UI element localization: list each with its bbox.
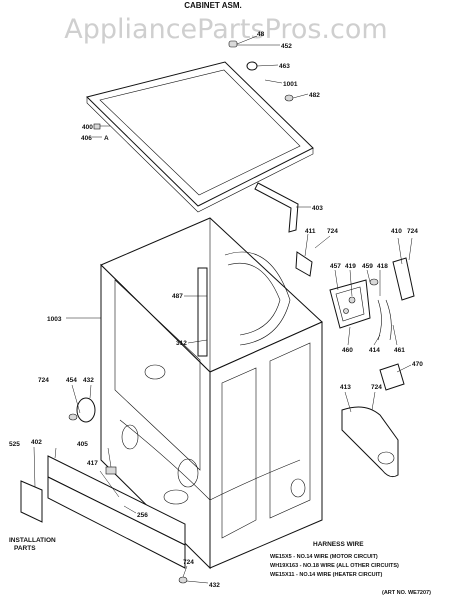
callout-432-b: 432 — [209, 582, 220, 589]
harness-heading: HARNESS WIRE — [313, 541, 364, 548]
cabinet-body-part — [100, 217, 323, 570]
callout-403: 403 — [312, 205, 323, 212]
callout-1001: 1001 — [283, 81, 298, 88]
leveling-bracket-part — [105, 466, 117, 475]
cover-plate-part — [379, 363, 405, 391]
callout-400: 400 — [82, 124, 93, 131]
callout-418: 418 — [377, 263, 388, 270]
callout-525: 525 — [9, 441, 20, 448]
callout-1003: 1003 — [47, 316, 62, 323]
clip-part — [93, 123, 101, 130]
harness-line-1: WE15X5 - NO.14 WIRE (MOTOR CIRCUIT) — [270, 554, 378, 560]
screw-part-left — [68, 413, 78, 421]
harness-line-2: WH19X163 - NO.18 WIRE (ALL OTHER CIRCUIT… — [270, 563, 399, 569]
callout-457: 457 — [330, 263, 341, 270]
callout-411: 411 — [305, 228, 316, 235]
toe-panel-front — [47, 476, 186, 569]
motor-switch-part — [76, 397, 96, 423]
mounting-plate-part — [392, 257, 415, 301]
callout-461: 461 — [394, 347, 405, 354]
vent-duct-part — [254, 182, 299, 233]
callout-724-b: 724 — [407, 228, 418, 235]
installation-label-line1: INSTALLATION — [9, 537, 56, 544]
control-block-part — [329, 279, 371, 329]
wire-clip-part — [377, 299, 382, 341]
callout-256: 256 — [137, 512, 148, 519]
bracket-part — [295, 251, 313, 277]
callout-417: 417 — [87, 460, 98, 467]
callout-A: A — [104, 135, 109, 142]
installation-label-line2: PARTS — [14, 545, 36, 552]
callout-414: 414 — [369, 347, 380, 354]
lid-switch-part — [246, 61, 258, 71]
callout-454: 454 — [66, 377, 77, 384]
callout-413: 413 — [340, 384, 351, 391]
spring-part — [385, 299, 392, 341]
callout-405: 405 — [77, 441, 88, 448]
side-shield-hole — [377, 451, 395, 465]
callout-724-d: 724 — [38, 377, 49, 384]
callout-482: 482 — [309, 92, 320, 99]
callout-452: 452 — [281, 43, 292, 50]
callout-487: 487 — [172, 293, 183, 300]
callout-402: 402 — [31, 439, 42, 446]
installation-panel-part — [20, 480, 43, 523]
callout-459: 459 — [362, 263, 373, 270]
callout-312: 312 — [176, 340, 187, 347]
side-shield-part — [341, 406, 399, 478]
callout-470: 470 — [412, 361, 423, 368]
callout-406: 406 — [81, 135, 92, 142]
callout-432-a: 432 — [83, 377, 94, 384]
callout-48: 48 — [257, 31, 265, 38]
bumper-part — [284, 94, 294, 102]
harness-line-3: WE15X11 - NO.14 WIRE (HEATER CIRCUIT) — [270, 572, 383, 578]
screw-part — [369, 278, 379, 286]
callout-463: 463 — [279, 63, 290, 70]
leader-lines — [33, 35, 413, 584]
watermark: AppliancePartsPros.com — [64, 14, 387, 45]
callout-724-c: 724 — [371, 384, 382, 391]
callout-460: 460 — [342, 347, 353, 354]
callout-724-a: 724 — [327, 228, 338, 235]
callout-419: 419 — [345, 263, 356, 270]
diagram-title: CABINET ASM. — [184, 1, 241, 10]
screw-part-bottom — [178, 576, 188, 584]
hinge-pin-part — [228, 40, 238, 48]
callout-410: 410 — [391, 228, 402, 235]
art-number: (ART NO. WE7207) — [382, 590, 431, 596]
top-cover-part — [86, 61, 314, 213]
callout-724-e: 724 — [183, 559, 194, 566]
